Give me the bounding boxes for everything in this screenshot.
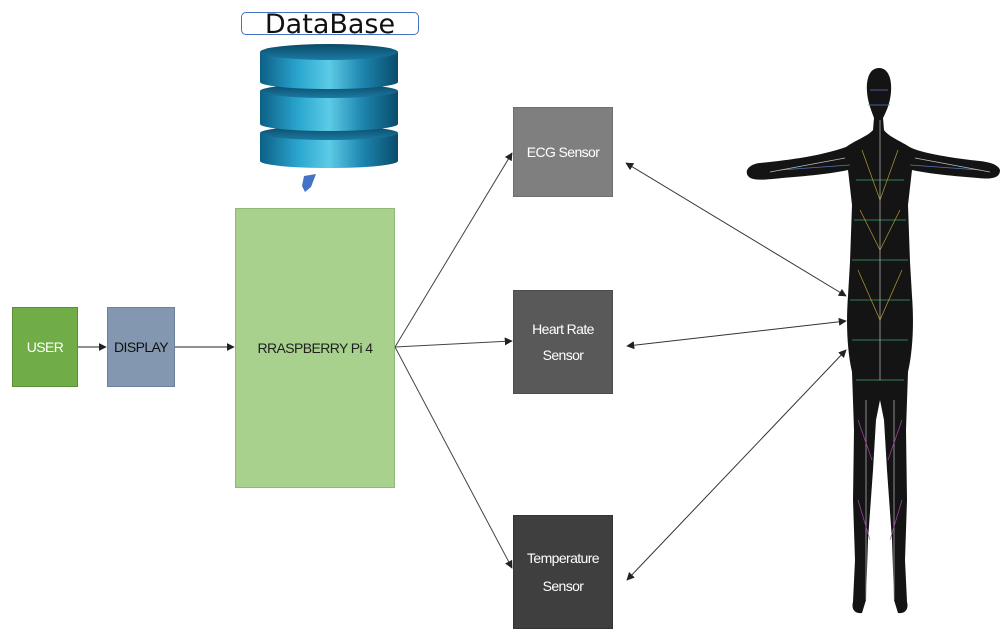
human-wireframe-figure-icon — [746, 68, 1000, 614]
raspberry-to-ecg-arrow — [394, 152, 513, 348]
raspberry-pi-label: RRASPBERRY Pi 4 — [257, 340, 374, 356]
database-down-arrow — [302, 174, 316, 192]
raspberry-to-heart-rate-arrow — [394, 337, 513, 348]
user-block: USER — [12, 307, 78, 387]
database-label-text: DataBase — [264, 9, 396, 40]
database-cylinder-icon — [260, 44, 398, 168]
display-label: DISPLAY — [114, 339, 169, 355]
raspberry-pi-block: RRASPBERRY Pi 4 — [235, 208, 395, 488]
heart-rate-body-double-arrow — [626, 317, 847, 350]
display-block: DISPLAY — [107, 307, 175, 387]
heart-rate-sensor-label-line2: Sensor — [542, 347, 584, 363]
ecg-body-double-arrow — [625, 162, 847, 297]
heart-rate-sensor-label-line1: Heart Rate — [532, 321, 594, 337]
ecg-sensor-block: ECG Sensor — [513, 107, 613, 197]
temperature-body-double-arrow — [626, 349, 847, 581]
heart-rate-sensor-block: Heart Rate Sensor — [513, 290, 613, 394]
temperature-sensor-block: Temperature Sensor — [513, 515, 613, 629]
raspberry-to-temperature-arrow — [394, 346, 513, 569]
temperature-sensor-label-line1: Temperature — [527, 550, 600, 566]
ecg-sensor-label: ECG Sensor — [526, 144, 600, 160]
user-label: USER — [26, 339, 64, 355]
database-label: DataBase — [241, 9, 419, 40]
temperature-sensor-label-line2: Sensor — [542, 578, 584, 594]
